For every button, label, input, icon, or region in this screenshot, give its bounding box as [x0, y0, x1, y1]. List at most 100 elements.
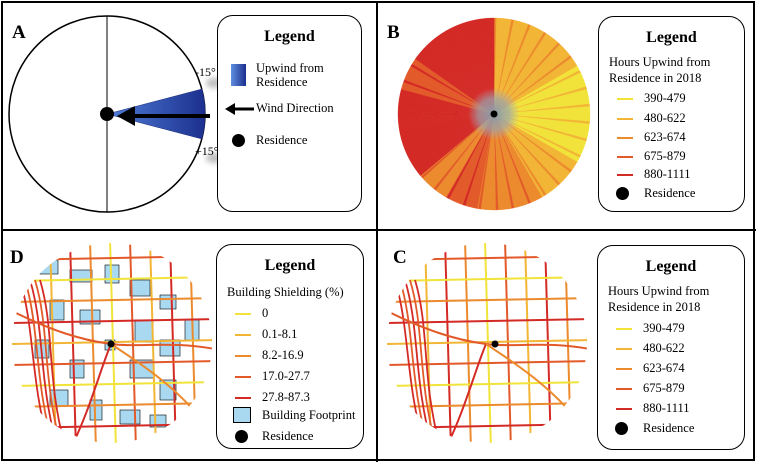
street-segment — [387, 255, 587, 261]
street-network-shielding — [12, 243, 212, 443]
residence-label: Residence — [256, 133, 308, 147]
residence-dot — [107, 340, 115, 348]
street-segment — [12, 297, 212, 303]
legend-subtitle: Hours Upwind from Residence in 2018 — [608, 284, 710, 314]
street-segment — [49, 243, 57, 443]
building-footprint — [159, 294, 177, 310]
class-label-5: 27.8-87.3 — [262, 390, 310, 404]
class-label-3: 8.2-16.9 — [262, 348, 304, 362]
swatch-1 — [617, 98, 633, 100]
street-segment — [584, 243, 587, 443]
wind-direction-label: Wind Direction — [256, 101, 334, 115]
swatch-1 — [235, 313, 251, 315]
residence-icon — [232, 134, 245, 147]
street-segment — [69, 243, 77, 443]
swatch-2 — [235, 334, 251, 336]
street-segment — [387, 276, 587, 282]
panel-d-label: D — [10, 247, 24, 268]
class-label-5: 880-1111 — [643, 401, 690, 415]
panel-c-map — [387, 243, 587, 443]
class-label-4: 675-879 — [644, 149, 686, 163]
building-footprint — [129, 279, 151, 297]
legend-subtitle: Building Shielding (%) — [227, 285, 344, 299]
swatch-3 — [617, 137, 633, 139]
swatch-4 — [616, 388, 632, 390]
panel-b-label: B — [387, 22, 400, 43]
building-footprint — [149, 414, 167, 428]
street-segment — [12, 276, 212, 282]
class-label-4: 17.0-27.7 — [262, 369, 310, 383]
residence-icon — [615, 422, 628, 435]
swatch-3 — [616, 368, 632, 370]
wind-arrow-icon — [225, 103, 254, 115]
swatch-5 — [235, 397, 251, 399]
swatch-3 — [235, 355, 251, 357]
panel-d-map — [12, 243, 212, 443]
residence-dot — [100, 107, 114, 121]
vertical-divider — [376, 1, 378, 462]
panel-b-diagram — [397, 17, 591, 211]
class-label-3: 623-674 — [644, 130, 686, 144]
legend-title: Legend — [645, 258, 697, 275]
class-label-3: 623-674 — [643, 361, 685, 375]
street-segment — [414, 279, 442, 443]
legend-title: Legend — [264, 257, 316, 274]
swatch-4 — [235, 376, 251, 378]
street-segment — [12, 255, 212, 261]
street-segment — [387, 318, 587, 324]
residence-icon — [616, 187, 629, 200]
legend-title: Legend — [646, 29, 697, 46]
footprint-swatch — [233, 407, 251, 423]
street-segment — [387, 297, 587, 303]
street-segment — [12, 360, 212, 366]
swatch-2 — [616, 348, 632, 350]
legend-b: Legend Hours Upwind from Residence in 20… — [598, 16, 745, 212]
street-segment — [12, 402, 212, 408]
swatch-5 — [617, 174, 633, 176]
street-segment — [387, 402, 587, 408]
upwind-label: Upwind from Residence — [256, 61, 324, 89]
street-segment — [424, 243, 432, 443]
street-segment — [387, 360, 587, 366]
panel-c-label: C — [393, 247, 407, 268]
residence-dot — [490, 110, 498, 118]
street-network-hours — [387, 243, 587, 443]
class-label-2: 0.1-8.1 — [262, 327, 298, 341]
building-footprint — [159, 379, 177, 401]
street-segment — [89, 243, 97, 443]
street-segment — [12, 318, 212, 324]
residence-label: Residence — [262, 429, 314, 443]
class-label-2: 480-622 — [644, 111, 686, 125]
residence-dot — [491, 340, 499, 348]
angle-minus-label: -15° — [195, 65, 216, 79]
legend-a: Legend Upwind from Residence Wind Direct… — [217, 15, 362, 212]
class-label-1: 390-479 — [643, 321, 685, 335]
building-footprint — [119, 409, 141, 425]
swatch-1 — [616, 328, 632, 330]
building-footprint — [159, 339, 181, 357]
class-label-5: 880-1111 — [644, 167, 691, 181]
residence-icon — [235, 430, 248, 443]
street-segment — [444, 243, 452, 443]
class-label-1: 0 — [262, 306, 269, 320]
legend-title: Legend — [264, 28, 315, 45]
class-label-1: 390-479 — [644, 91, 686, 105]
street-segment — [464, 243, 472, 443]
legend-c: Legend Hours Upwind from Residence in 20… — [597, 245, 745, 450]
building-footprint — [39, 259, 59, 275]
street-segment — [39, 279, 67, 443]
building-footprint — [49, 299, 65, 321]
class-label-2: 480-622 — [643, 341, 685, 355]
residence-label: Residence — [643, 421, 695, 435]
legend-d: Legend Building Shielding (%) 0 0.1-8.1 … — [216, 244, 364, 449]
swatch-2 — [617, 118, 633, 120]
residence-label: Residence — [644, 186, 696, 200]
panel-a-label: A — [12, 22, 26, 43]
footprint-label: Building Footprint — [262, 408, 356, 422]
horizontal-divider — [1, 229, 756, 231]
angle-plus-label: +15° — [195, 144, 219, 158]
legend-subtitle: Hours Upwind from Residence in 2018 — [609, 55, 711, 85]
swatch-5 — [616, 408, 632, 410]
upwind-swatch — [231, 64, 246, 86]
